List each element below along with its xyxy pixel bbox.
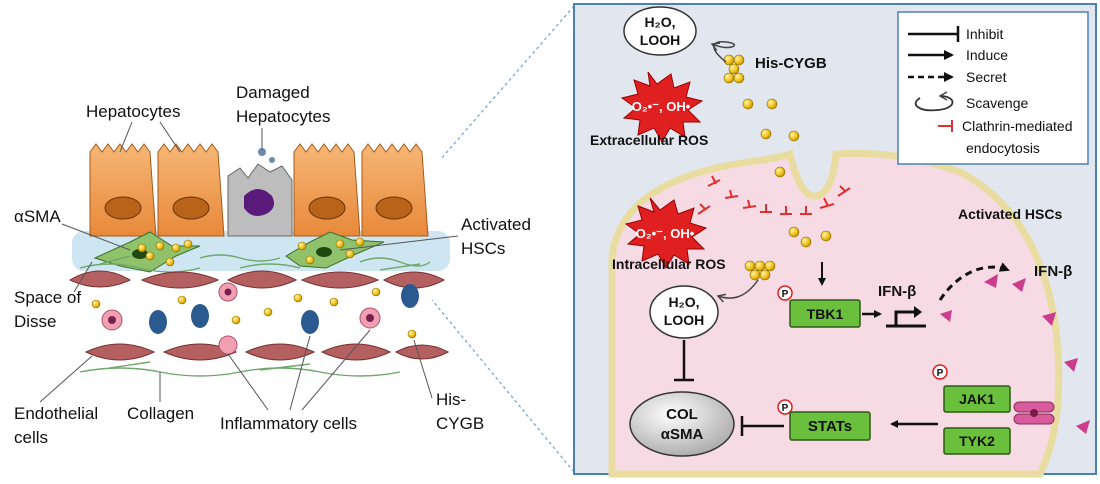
tbk1-box <box>789 299 861 328</box>
legend-secret: Secret <box>966 69 1007 85</box>
hepatocyte <box>293 143 361 237</box>
phospho-marker <box>777 399 793 415</box>
collagen-fibers-upper <box>79 254 431 273</box>
endothelial-row-lower <box>84 343 450 361</box>
hepatocyte <box>361 143 429 237</box>
label-h2o-mid: H₂O, <box>668 294 699 310</box>
label-col: COL <box>666 406 698 423</box>
legend-induce: Induce <box>966 47 1008 63</box>
phospho-marker <box>932 364 948 380</box>
damaged-hepatocyte <box>227 148 293 237</box>
label-extracellular-ros: Extracellular ROS <box>590 132 708 148</box>
label-intracellular-ros: Intracellular ROS <box>612 256 726 272</box>
label-endothelial-line2: cells <box>14 428 48 447</box>
inflammatory-cells <box>101 282 419 355</box>
leader-line <box>39 355 93 403</box>
legend-clathrin-line1: Clathrin-mediated <box>962 118 1073 134</box>
label-damaged-line1: Damaged <box>236 83 310 102</box>
label-endothelial-line1: Endothelial <box>14 404 98 423</box>
label-h2o-top: H₂O, <box>644 14 675 30</box>
phospho-marker <box>777 285 793 301</box>
h2o-looh-intracellular <box>649 285 719 339</box>
hepatocyte-row <box>89 143 429 237</box>
his-cygb-cluster-top <box>723 54 745 84</box>
legend: Inhibit Induce Secret Scavenge Clathrin-… <box>897 11 1089 165</box>
label-activated-line1: Activated <box>461 215 531 234</box>
label-asma: αSMA <box>14 207 61 226</box>
label-hepatocytes: Hepatocytes <box>86 102 181 121</box>
ros-burst-intracellular <box>624 197 708 269</box>
ifn-beta-molecules <box>940 274 1090 434</box>
scavenge-arrow <box>710 40 735 63</box>
ros-burst-extracellular <box>620 71 704 144</box>
label-ros-extra-burst: O₂•⁻, OH• <box>632 99 691 114</box>
endothelial-row-upper <box>68 270 446 289</box>
leader-line <box>413 339 433 399</box>
ifn-receptor <box>1013 401 1055 425</box>
leader-line <box>73 261 93 293</box>
label-ros-intra-burst: O₂•⁻, OH• <box>636 226 695 241</box>
col-asma-node <box>629 391 735 457</box>
label-space-line1: Space of <box>14 288 81 307</box>
leader-line <box>159 121 181 153</box>
hepatocyte <box>89 143 157 237</box>
label-inflammatory: Inflammatory cells <box>220 414 357 433</box>
label-tyk2: TYK2 <box>959 433 995 449</box>
his-cygb-dots <box>91 237 417 339</box>
label-hiscygb-line1: His- <box>436 390 466 409</box>
stats-box <box>789 411 871 441</box>
leader-line <box>61 223 131 251</box>
h2o-looh-extracellular <box>623 6 697 56</box>
label-activated-hscs: Activated HSCs <box>958 206 1062 222</box>
zoom-connector <box>439 5 575 161</box>
tyk2-box <box>943 427 1011 455</box>
legend-inhibit: Inhibit <box>966 26 1003 42</box>
right-mechanism-panel: H₂O, LOOH His-CYGB O₂•⁻, OH• Extracellul… <box>573 3 1097 478</box>
leader-line <box>119 121 133 153</box>
collagen-fibers-lower <box>79 361 401 377</box>
his-cygb-dots-outside <box>742 98 800 178</box>
label-activated-line2: HSCs <box>461 239 505 258</box>
secretion-arrow <box>938 262 1010 301</box>
scavenge-arrow-inside <box>716 279 759 303</box>
label-damaged-line2: Hepatocytes <box>236 107 331 126</box>
leader-line <box>301 329 371 411</box>
clathrin-markers <box>697 175 851 215</box>
legend-scavenge-symbol <box>914 91 954 112</box>
ifn-gene-promoter <box>886 310 926 328</box>
svg-text:P: P <box>782 289 789 300</box>
label-jak1: JAK1 <box>959 391 995 407</box>
label-his-cygb: His-CYGB <box>755 55 827 72</box>
zoom-connector <box>431 299 575 473</box>
label-ifn-beta-out: IFN-β <box>1034 263 1072 280</box>
leader-line <box>289 335 311 411</box>
label-looh-mid: LOOH <box>664 312 704 328</box>
legend-box <box>897 11 1089 165</box>
leader-line <box>227 353 269 411</box>
leader-line <box>339 235 459 251</box>
hepatocyte <box>157 143 225 237</box>
left-tissue-illustration: Hepatocytes Damaged Hepatocytes αSMA Act… <box>14 83 531 447</box>
his-cygb-dots-inside <box>744 226 832 281</box>
jak1-box <box>943 385 1011 413</box>
svg-text:P: P <box>782 403 789 414</box>
activated-hsc <box>93 231 201 273</box>
label-asma-right: αSMA <box>661 426 704 443</box>
label-hiscygb-line2: CYGB <box>436 414 484 433</box>
label-stats: STATs <box>808 418 852 435</box>
svg-text:P: P <box>937 368 944 379</box>
legend-clathrin-line2: endocytosis <box>966 140 1040 156</box>
label-ifn-beta-cell: IFN-β <box>878 283 916 300</box>
label-looh-top: LOOH <box>640 32 680 48</box>
legend-scavenge: Scavenge <box>966 95 1028 111</box>
label-space-line2: Disse <box>14 312 57 331</box>
label-tbk1: TBK1 <box>807 306 844 322</box>
label-collagen: Collagen <box>127 404 194 423</box>
